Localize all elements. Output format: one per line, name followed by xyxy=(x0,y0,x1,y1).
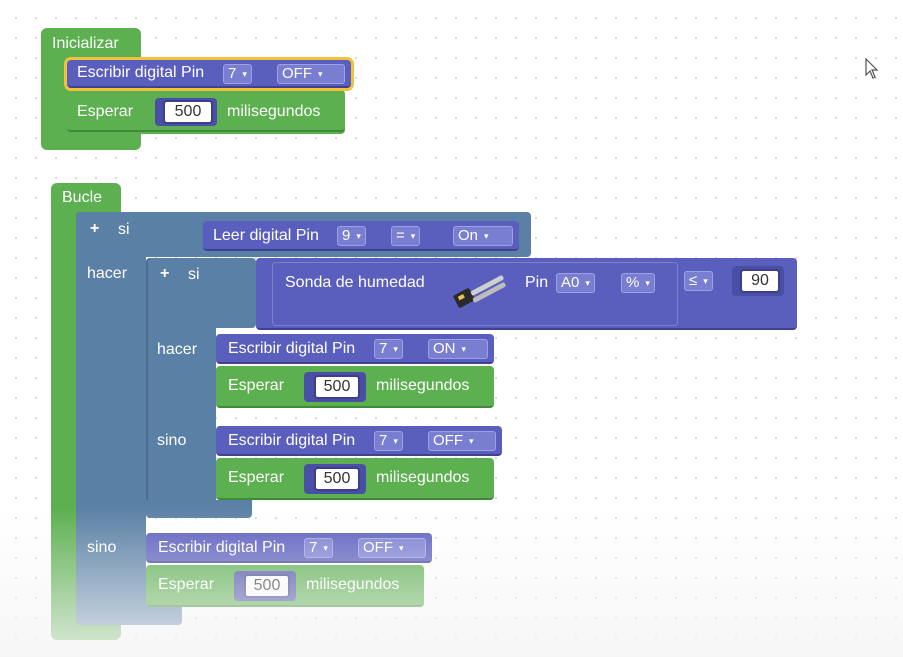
read-pin-dropdown[interactable]: 9▾ xyxy=(337,226,366,246)
compare-op-dropdown[interactable]: =▾ xyxy=(391,226,421,246)
outer-hacer-label: hacer xyxy=(87,265,128,282)
mouse-cursor-icon xyxy=(865,58,879,79)
chevron-down-icon: ▾ xyxy=(393,344,398,354)
chevron-down-icon: ▾ xyxy=(469,436,474,446)
wait-value-input[interactable]: 500 xyxy=(314,467,360,491)
inner-sino-label: sino xyxy=(157,432,187,449)
wait-unit: milisegundos xyxy=(227,103,321,120)
then-wait-block[interactable]: Esperar 500 milisegundos xyxy=(216,366,494,408)
chevron-down-icon: ▾ xyxy=(585,278,590,288)
humidity-sensor-block[interactable]: Sonda de humedad Pin A0▾ %▾ xyxy=(272,262,678,326)
write-label: Escribir digital Pin xyxy=(158,539,286,556)
wait-label: Esperar xyxy=(228,377,285,394)
state-dropdown[interactable]: OFF▾ xyxy=(358,538,426,558)
else-write-block[interactable]: Escribir digital Pin 7▾ OFF▾ xyxy=(216,426,502,456)
wait-label: Esperar xyxy=(77,103,134,120)
read-digital-block[interactable]: Leer digital Pin 9▾ =▾ On▾ xyxy=(203,221,519,251)
write-label: Escribir digital Pin xyxy=(228,432,356,449)
pin-dropdown[interactable]: 7▾ xyxy=(223,64,252,84)
else-wait-block[interactable]: Esperar 500 milisegundos xyxy=(216,458,494,500)
chevron-down-icon: ▾ xyxy=(461,344,467,354)
wait-unit: milisegundos xyxy=(376,377,470,394)
state-dropdown[interactable]: OFF▾ xyxy=(428,431,496,451)
analog-pin-dropdown[interactable]: A0▾ xyxy=(556,273,595,293)
chevron-down-icon: ▾ xyxy=(242,69,247,79)
pin-dropdown[interactable]: 7▾ xyxy=(304,538,333,558)
then-write-block[interactable]: Escribir digital Pin 7▾ ON▾ xyxy=(216,334,494,364)
unit-dropdown[interactable]: %▾ xyxy=(621,273,655,293)
state-dropdown[interactable]: OFF▾ xyxy=(277,64,345,84)
read-label: Leer digital Pin xyxy=(213,227,319,244)
chevron-down-icon: ▾ xyxy=(703,276,708,286)
write-label: Escribir digital Pin xyxy=(228,340,356,357)
outer-si-label: si xyxy=(118,221,130,238)
state-dropdown[interactable]: ON▾ xyxy=(428,339,488,359)
pin-label: Pin xyxy=(525,274,549,291)
pin-dropdown[interactable]: 7▾ xyxy=(374,431,403,451)
chevron-down-icon: ▾ xyxy=(323,543,328,553)
threshold-input[interactable]: 90 xyxy=(740,269,780,293)
chevron-down-icon: ▾ xyxy=(399,543,404,553)
outer-else-wait-block[interactable]: Esperar 500 milisegundos xyxy=(146,565,424,607)
outer-if-bottom xyxy=(76,605,182,625)
wait-unit: milisegundos xyxy=(376,469,470,486)
init-hat-label: Inicializar xyxy=(52,35,119,52)
compare-op-dropdown[interactable]: ≤▾ xyxy=(684,271,713,291)
inner-si-label: si xyxy=(188,266,200,283)
chevron-down-icon: ▾ xyxy=(393,436,398,446)
chevron-down-icon: ▾ xyxy=(645,278,650,288)
write-label: Escribir digital Pin xyxy=(77,64,205,81)
wait-label: Esperar xyxy=(158,576,215,593)
chevron-down-icon: ▾ xyxy=(484,231,489,241)
inner-hacer-label: hacer xyxy=(157,341,198,358)
wait-unit: milisegundos xyxy=(306,576,400,593)
outer-else-write-block[interactable]: Escribir digital Pin 7▾ OFF▾ xyxy=(146,533,432,563)
wait-label: Esperar xyxy=(228,469,285,486)
pin-dropdown[interactable]: 7▾ xyxy=(374,339,403,359)
humidity-probe-icon xyxy=(453,275,506,308)
wait-value-input[interactable]: 500 xyxy=(244,574,290,598)
loop-hat-label: Bucle xyxy=(62,189,103,206)
inner-if-bottom xyxy=(146,500,252,518)
init-write-block[interactable]: Escribir digital Pin 7▾ OFF▾ xyxy=(67,60,351,88)
plus-icon[interactable]: + xyxy=(90,220,100,237)
read-value-dropdown[interactable]: On▾ xyxy=(453,226,513,246)
wait-value-input[interactable]: 500 xyxy=(163,100,213,124)
wait-value-input[interactable]: 500 xyxy=(314,375,360,399)
inner-if-arm xyxy=(146,258,216,518)
chevron-down-icon: ▾ xyxy=(356,231,361,241)
chevron-down-icon: ▾ xyxy=(318,69,323,79)
init-wait-block[interactable]: Esperar 500 milisegundos xyxy=(67,92,345,132)
outer-sino-label: sino xyxy=(87,539,117,556)
chevron-down-icon: ▾ xyxy=(410,231,416,241)
plus-icon[interactable]: + xyxy=(160,265,170,282)
sensor-label: Sonda de humedad xyxy=(285,274,425,291)
